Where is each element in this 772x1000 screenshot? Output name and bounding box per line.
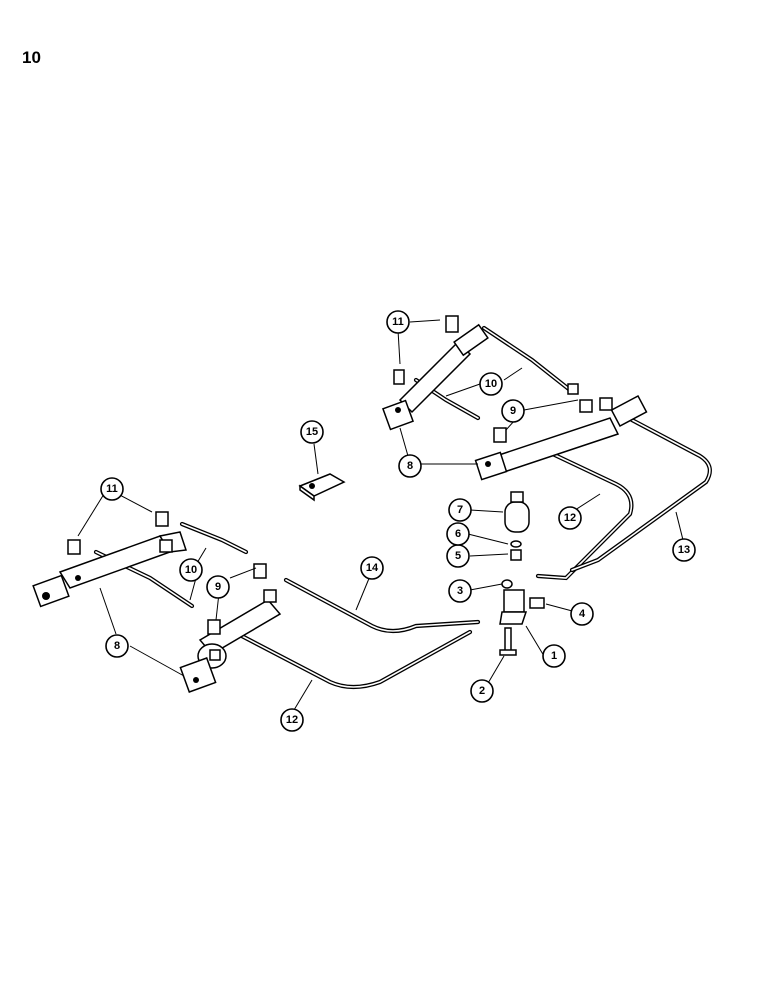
- callout-3: 3: [448, 579, 472, 603]
- callout-1: 1: [542, 644, 566, 668]
- filter-part-7: [504, 491, 530, 533]
- nut-part-3: [501, 579, 513, 589]
- svg-text:3: 3: [457, 585, 463, 597]
- callout-12-right: 12: [558, 506, 582, 530]
- right-cylinder-lower: [474, 394, 648, 481]
- callout-12-left: 12: [280, 708, 304, 732]
- callout-10-right: 10: [479, 372, 503, 396]
- svg-text:4: 4: [579, 608, 586, 620]
- svg-text:11: 11: [106, 483, 118, 495]
- callout-13: 13: [672, 538, 696, 562]
- svg-text:1: 1: [551, 650, 557, 662]
- fittings: [67, 315, 613, 661]
- svg-text:12: 12: [564, 512, 576, 524]
- callout-15: 15: [300, 420, 324, 444]
- callout-8-right: 8: [398, 454, 422, 478]
- svg-text:8: 8: [407, 460, 413, 472]
- callout-14: 14: [360, 556, 384, 580]
- svg-text:8: 8: [114, 640, 120, 652]
- svg-text:12: 12: [286, 714, 298, 726]
- callout-11-left: 11: [100, 477, 124, 501]
- callout-9-left: 9: [206, 575, 230, 599]
- hose-12-left: [235, 629, 473, 690]
- svg-text:9: 9: [510, 405, 516, 417]
- svg-text:11: 11: [392, 316, 404, 328]
- svg-text:6: 6: [455, 528, 461, 540]
- svg-text:7: 7: [457, 504, 463, 516]
- callout-2: 2: [470, 679, 494, 703]
- callout-5: 5: [446, 544, 470, 568]
- callout-11-right: 11: [386, 310, 410, 334]
- block-part-1: [499, 589, 528, 625]
- svg-text:10: 10: [185, 564, 197, 576]
- callout-6: 6: [446, 522, 470, 546]
- callout-10-left: 10: [179, 558, 203, 582]
- leader-lines: [77, 319, 685, 711]
- adapter-part-5-6: [510, 540, 522, 561]
- svg-text:13: 13: [678, 544, 690, 556]
- callout-8-left: 8: [105, 634, 129, 658]
- page-number: 10: [22, 48, 41, 67]
- right-cylinder-upper: [382, 323, 489, 431]
- callout-4: 4: [570, 602, 594, 626]
- fitting-part-4: [529, 597, 545, 609]
- valve-block-part-15: [298, 473, 346, 502]
- callout-7: 7: [448, 498, 472, 522]
- svg-text:9: 9: [215, 581, 221, 593]
- svg-text:10: 10: [485, 378, 497, 390]
- svg-text:15: 15: [306, 426, 318, 438]
- hoses: [93, 325, 712, 690]
- svg-text:2: 2: [479, 685, 485, 697]
- bolt-part-2: [499, 627, 517, 656]
- svg-text:14: 14: [366, 562, 379, 574]
- svg-text:5: 5: [455, 550, 461, 562]
- callout-9-right: 9: [501, 399, 525, 423]
